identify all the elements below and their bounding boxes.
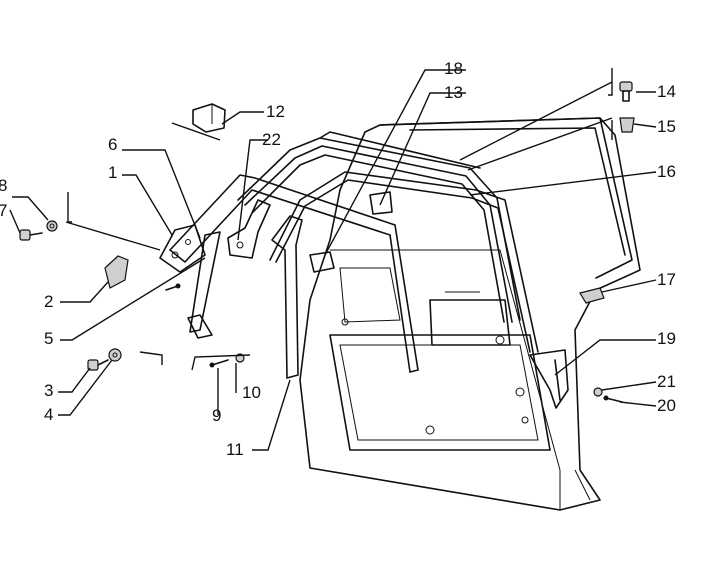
window-frame — [237, 131, 521, 323]
bolt-3-icon — [87, 359, 109, 371]
door-lock-part — [192, 103, 226, 133]
callout-14: 14 — [657, 82, 676, 101]
callout-11: 11 — [226, 440, 244, 459]
callout-5: 5 — [44, 329, 53, 348]
window-glass-run-channel — [269, 171, 539, 353]
washer-21-icon — [593, 387, 603, 397]
callout-20: 20 — [657, 396, 676, 415]
vertical-guide — [187, 231, 221, 339]
cap-part — [104, 255, 129, 289]
regulator-handle-icon — [309, 251, 335, 273]
callout-12: 12 — [266, 102, 285, 121]
bolt-14-icon — [619, 81, 633, 102]
washer-4-icon — [108, 348, 122, 362]
screw-5-icon — [165, 283, 181, 291]
callout-1: 1 — [108, 163, 117, 182]
callout-10: 10 — [242, 383, 261, 402]
callout-4: 4 — [44, 405, 53, 424]
hinge-stop-17-icon — [579, 287, 605, 304]
seal-strip — [271, 215, 303, 379]
callout-15: 15 — [657, 117, 676, 136]
callout-6: 6 — [108, 135, 117, 154]
screw-9-icon — [209, 359, 229, 368]
door-panel — [299, 117, 641, 511]
clip-18-icon — [369, 191, 393, 215]
bolt-icon — [19, 229, 43, 241]
callout-2: 2 — [44, 292, 53, 311]
callout-labels: 8 7 1 6 2 5 3 4 9 10 11 12 22 18 13 14 1… — [0, 59, 676, 459]
callout-7: 7 — [0, 201, 7, 220]
callout-17: 17 — [657, 270, 676, 289]
callout-18: 18 — [444, 59, 463, 78]
screw-20-icon — [603, 395, 623, 403]
mirror-bracket — [227, 199, 271, 259]
callout-8: 8 — [0, 176, 7, 195]
grouping-brackets — [65, 68, 613, 371]
callout-19: 19 — [657, 329, 676, 348]
callout-13: 13 — [444, 83, 463, 102]
leader-lines — [9, 69, 657, 451]
callout-22: 22 — [262, 130, 281, 149]
clip-15-icon — [619, 117, 635, 133]
callout-3: 3 — [44, 381, 53, 400]
hinge-19-icon — [529, 349, 569, 409]
callout-16: 16 — [657, 162, 676, 181]
guide-rail — [169, 174, 419, 373]
callout-21: 21 — [657, 372, 676, 391]
washer-icon — [46, 220, 58, 232]
callout-9: 9 — [212, 406, 221, 425]
